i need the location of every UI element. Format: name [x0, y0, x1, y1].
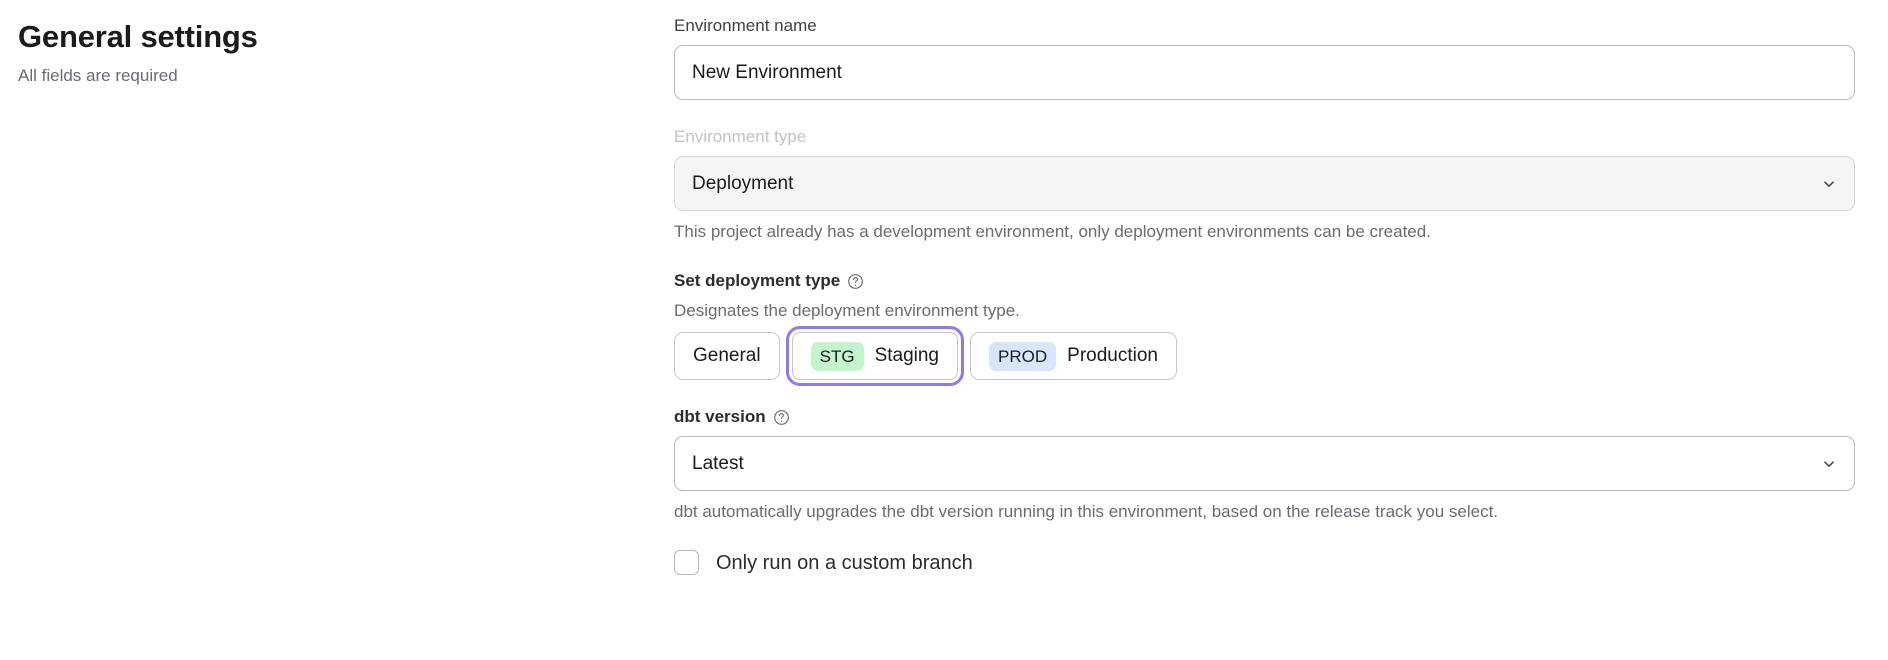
settings-header-column: General settings All fields are required	[0, 0, 674, 88]
deployment-type-label: Set deployment type	[674, 271, 841, 290]
custom-branch-checkbox[interactable]	[674, 550, 699, 575]
environment-type-help-text: This project already has a development e…	[674, 222, 1431, 241]
deployment-type-option-general-label: General	[693, 345, 761, 366]
environment-type-value: Deployment	[692, 173, 794, 194]
environment-name-label: Environment name	[674, 16, 817, 35]
question-circle-icon[interactable]	[847, 273, 864, 290]
deployment-type-label-row: Set deployment type	[674, 269, 1855, 293]
custom-branch-label: Only run on a custom branch	[716, 551, 973, 574]
deployment-type-description: Designates the deployment environment ty…	[674, 301, 1020, 320]
dbt-version-select[interactable]: Latest	[674, 436, 1855, 491]
dbt-version-value: Latest	[692, 453, 744, 474]
deployment-type-option-staging[interactable]: STG Staging	[785, 326, 965, 386]
deployment-type-option-production-label: Production	[1067, 345, 1158, 366]
dbt-version-field: dbt version Latest dbt automatica	[674, 405, 1855, 524]
environment-type-label: Environment type	[674, 127, 807, 146]
deployment-type-option-staging-label: Staging	[874, 345, 940, 366]
deployment-type-field: Set deployment type Designates the deplo…	[674, 269, 1855, 386]
environment-name-input[interactable]	[674, 45, 1855, 100]
deployment-type-option-production[interactable]: PROD Production	[970, 332, 1177, 380]
environment-type-field: Environment type Deployment This project…	[674, 125, 1855, 244]
chevron-down-icon	[1821, 456, 1837, 472]
staging-badge: STG	[810, 341, 864, 371]
dbt-version-label-row: dbt version	[674, 405, 1855, 429]
production-badge: PROD	[989, 341, 1057, 371]
page-title: General settings	[18, 19, 258, 54]
environment-name-field: Environment name	[674, 14, 1855, 100]
dbt-version-help-text: dbt automatically upgrades the dbt versi…	[674, 502, 1499, 521]
settings-form-column: Environment name Environment type Deploy…	[674, 0, 1888, 575]
question-circle-icon[interactable]	[773, 409, 790, 426]
deployment-type-option-general[interactable]: General	[674, 332, 780, 380]
deployment-type-option-group: General STG Staging PROD Production	[674, 326, 1855, 386]
custom-branch-row[interactable]: Only run on a custom branch	[674, 550, 1888, 575]
chevron-down-icon	[1821, 176, 1837, 192]
environment-type-select[interactable]: Deployment	[674, 156, 1855, 211]
page-subtitle: All fields are required	[18, 66, 178, 85]
dbt-version-label: dbt version	[674, 407, 766, 426]
